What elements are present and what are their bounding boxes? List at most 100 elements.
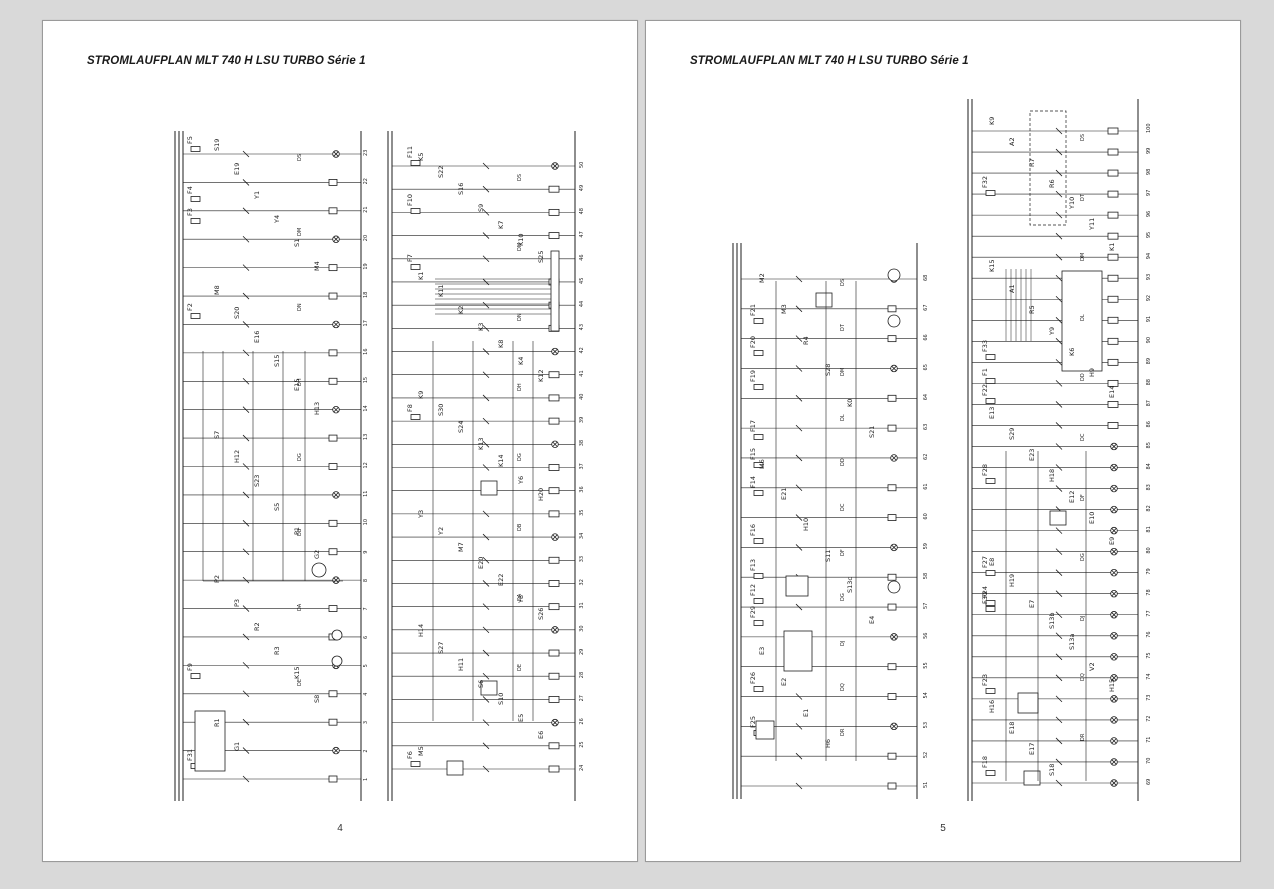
fuse-symbol — [985, 688, 996, 694]
rung-number: 30 — [579, 625, 585, 631]
wire-code: DH — [297, 378, 303, 386]
component-box — [328, 548, 338, 556]
wire-code: DJ — [840, 641, 846, 646]
switch-contact — [482, 556, 490, 564]
rung-number: 79 — [1146, 568, 1152, 574]
lamp-cross — [1111, 528, 1117, 534]
wire-code: DS — [840, 279, 846, 286]
switch-contact — [242, 690, 250, 698]
component-label: Y11 — [1088, 218, 1096, 231]
rung-number: 26 — [579, 718, 585, 724]
rung-number: 36 — [579, 486, 585, 492]
switch-contact — [795, 424, 803, 432]
wire-code: DR — [1080, 733, 1086, 741]
rung-number: 56 — [923, 633, 929, 639]
wire-code: DF — [840, 549, 846, 556]
component-label: S20 — [233, 307, 241, 319]
component-label: E22 — [497, 574, 505, 586]
fuse-label: F2 — [186, 303, 194, 311]
component-label: K11 — [437, 284, 445, 297]
page-number: 4 — [337, 823, 343, 834]
rung-number: 48 — [579, 208, 585, 214]
rung-number: 20 — [363, 235, 369, 241]
fuse-symbol — [410, 208, 421, 214]
switch-contact — [482, 672, 490, 680]
fuse-symbol — [985, 190, 996, 196]
fuse-label: F30 — [981, 592, 989, 604]
rung-number: 84 — [1146, 463, 1152, 469]
switch-contact — [482, 371, 490, 379]
switch-contact — [1055, 211, 1063, 219]
component-label: S13a — [1068, 634, 1076, 650]
lamp-cross — [1111, 780, 1117, 786]
relay-coil — [548, 185, 560, 193]
fuse-symbol — [753, 620, 764, 626]
wire-code: DC — [1080, 433, 1086, 441]
lamp-cross — [552, 627, 558, 633]
lamp-cross — [333, 151, 339, 157]
fuse-label: F7 — [406, 254, 414, 262]
component-label: Y2 — [437, 527, 445, 536]
rung-number: 35 — [579, 510, 585, 516]
switch-block — [446, 760, 464, 776]
switch-contact — [242, 576, 250, 584]
rung-number: 14 — [363, 405, 369, 411]
rung-number: 23 — [363, 150, 369, 156]
fuse-label: F10 — [406, 194, 414, 206]
rung-number: 68 — [923, 275, 929, 281]
fuse-symbol — [410, 761, 421, 767]
component-label: S26 — [537, 608, 545, 620]
fuse-label: F27 — [981, 556, 989, 568]
switch-block — [1049, 510, 1067, 526]
component-label: M3 — [780, 304, 788, 314]
component-label: H11 — [457, 658, 465, 671]
component-label: Y3 — [417, 510, 425, 519]
component-label: E21 — [780, 488, 788, 500]
relay-coil — [1107, 190, 1119, 198]
lamp-cross — [552, 534, 558, 540]
component-label: E12 — [1068, 491, 1076, 503]
component-box — [328, 605, 338, 612]
component-label: R4 — [802, 336, 810, 345]
rung-number: 21 — [363, 206, 369, 212]
rung-number: 49 — [579, 185, 585, 191]
component-label: S5 — [273, 503, 281, 511]
rung-number: 53 — [923, 722, 929, 728]
rung-number: 38 — [579, 440, 585, 446]
relay-coil — [887, 424, 897, 432]
wire-code: DL — [840, 414, 846, 421]
fuse-symbol — [753, 573, 764, 579]
switch-contact — [1055, 317, 1063, 324]
component-label: E19 — [233, 163, 241, 175]
rung-number: 93 — [1146, 274, 1152, 280]
component-box — [328, 718, 338, 726]
wire-code: DH — [517, 383, 523, 391]
switch-contact — [482, 255, 490, 263]
component-label: K4 — [517, 357, 525, 365]
wire-code: DM — [840, 368, 846, 376]
component-label: K0 — [846, 399, 854, 407]
component-label: R5 — [1028, 305, 1036, 314]
lamp-cross — [552, 163, 558, 169]
fuse-label: F15 — [749, 448, 757, 460]
component-label: S28 — [824, 364, 832, 376]
component-label: R7 — [1028, 158, 1036, 167]
switch-contact — [1055, 590, 1063, 597]
rung-number: 37 — [579, 463, 585, 469]
switch-contact — [242, 179, 250, 186]
fuse-label: F24 — [981, 586, 989, 598]
wire-code: DQ — [1080, 673, 1086, 681]
fuse-label: F16 — [749, 524, 757, 536]
module-a2-outline — [1029, 110, 1067, 226]
lamp-cross — [1111, 654, 1117, 660]
switch-contact — [482, 696, 490, 703]
relay-coil — [548, 580, 560, 587]
switch-contact — [795, 693, 803, 700]
switch-contact — [795, 544, 803, 551]
switch-contact — [1055, 274, 1063, 282]
wire-code: DG — [517, 453, 523, 461]
component-label: H18 — [1048, 469, 1056, 482]
component-label: E8 — [988, 558, 996, 566]
switch-contact — [482, 533, 490, 541]
component-label: M4 — [313, 261, 321, 271]
